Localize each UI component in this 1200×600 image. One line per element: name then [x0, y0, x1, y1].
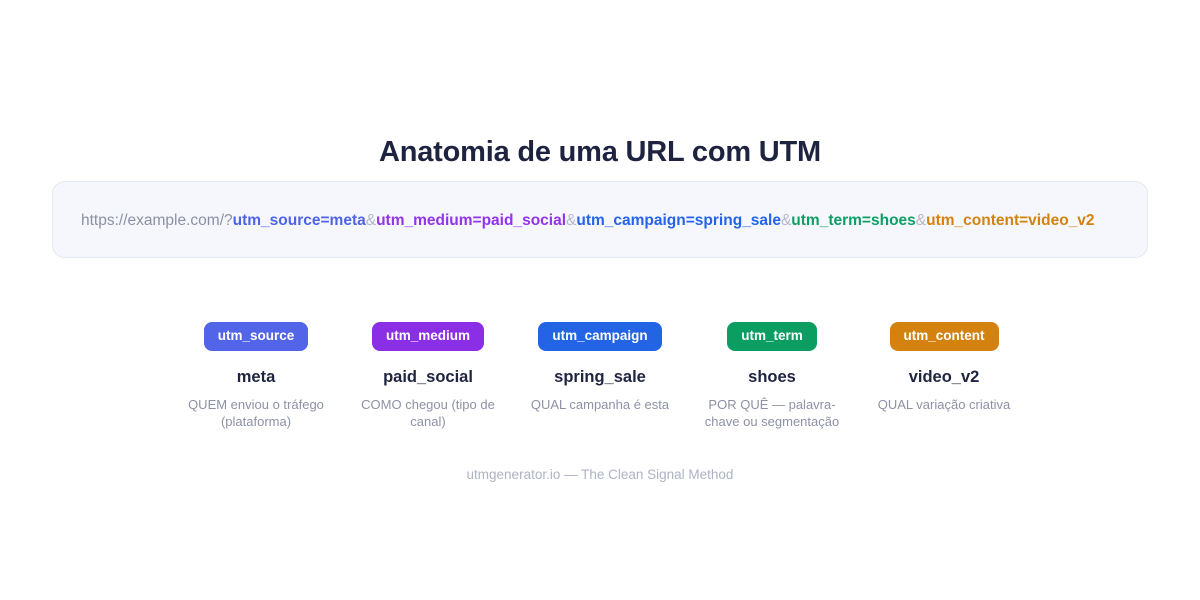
description-utm-content: QUAL variação criativa: [877, 397, 1011, 412]
description-utm-source: QUEM enviou o tráfego (plataforma): [188, 397, 324, 429]
badge-utm-content: utm_content: [889, 322, 999, 351]
value-utm-term: shoes: [748, 368, 796, 386]
value-utm-campaign: spring_sale: [554, 368, 646, 386]
url-string: https://example.com/?utm_source=meta&utm…: [81, 206, 1119, 235]
value-utm-medium: paid_social: [383, 368, 473, 386]
url-segment-utm-source: utm_source=meta: [232, 212, 366, 229]
parameter-columns: utm_source meta QUEM enviou o tráfego (p…: [184, 322, 1016, 430]
parameter-column-utm-content: utm_content video_v2 QUAL variação criat…: [872, 322, 1016, 413]
parameter-column-utm-medium: utm_medium paid_social COMO chegou (tipo…: [356, 322, 500, 430]
footer-attribution: utmgenerator.io — The Clean Signal Metho…: [466, 467, 734, 482]
badge-utm-medium: utm_medium: [371, 322, 484, 351]
parameter-column-utm-campaign: utm_campaign spring_sale QUAL campanha é…: [528, 322, 672, 413]
url-segment-utm-campaign: utm_campaign=spring_sale: [576, 212, 781, 229]
page-title: Anatomia de uma URL com UTM: [378, 136, 821, 169]
parameter-column-utm-term: utm_term shoes POR QUÊ — palavra-chave o…: [700, 322, 844, 430]
url-segment-utm-term: utm_term=shoes: [791, 212, 916, 229]
url-separator-2: &: [566, 212, 577, 229]
url-example-panel: https://example.com/?utm_source=meta&utm…: [52, 181, 1148, 258]
value-utm-content: video_v2: [908, 368, 980, 386]
description-utm-campaign: QUAL campanha é esta: [530, 397, 670, 412]
badge-utm-campaign: utm_campaign: [538, 322, 662, 351]
url-separator-4: &: [915, 212, 927, 229]
description-utm-medium: COMO chegou (tipo de canal): [361, 397, 495, 429]
description-utm-term: POR QUÊ — palavra-chave ou segmentação: [704, 397, 840, 429]
url-base: https://example.com/?: [81, 212, 233, 229]
url-segment-utm-content: utm_content=video_v2: [926, 212, 1095, 229]
url-separator-3: &: [780, 212, 792, 229]
url-segment-utm-medium: utm_medium=paid_social: [376, 212, 567, 229]
url-separator-1: &: [365, 212, 377, 229]
badge-utm-source: utm_source: [203, 322, 309, 351]
badge-utm-term: utm_term: [727, 322, 817, 351]
parameter-column-utm-source: utm_source meta QUEM enviou o tráfego (p…: [184, 322, 328, 430]
value-utm-source: meta: [236, 368, 276, 386]
